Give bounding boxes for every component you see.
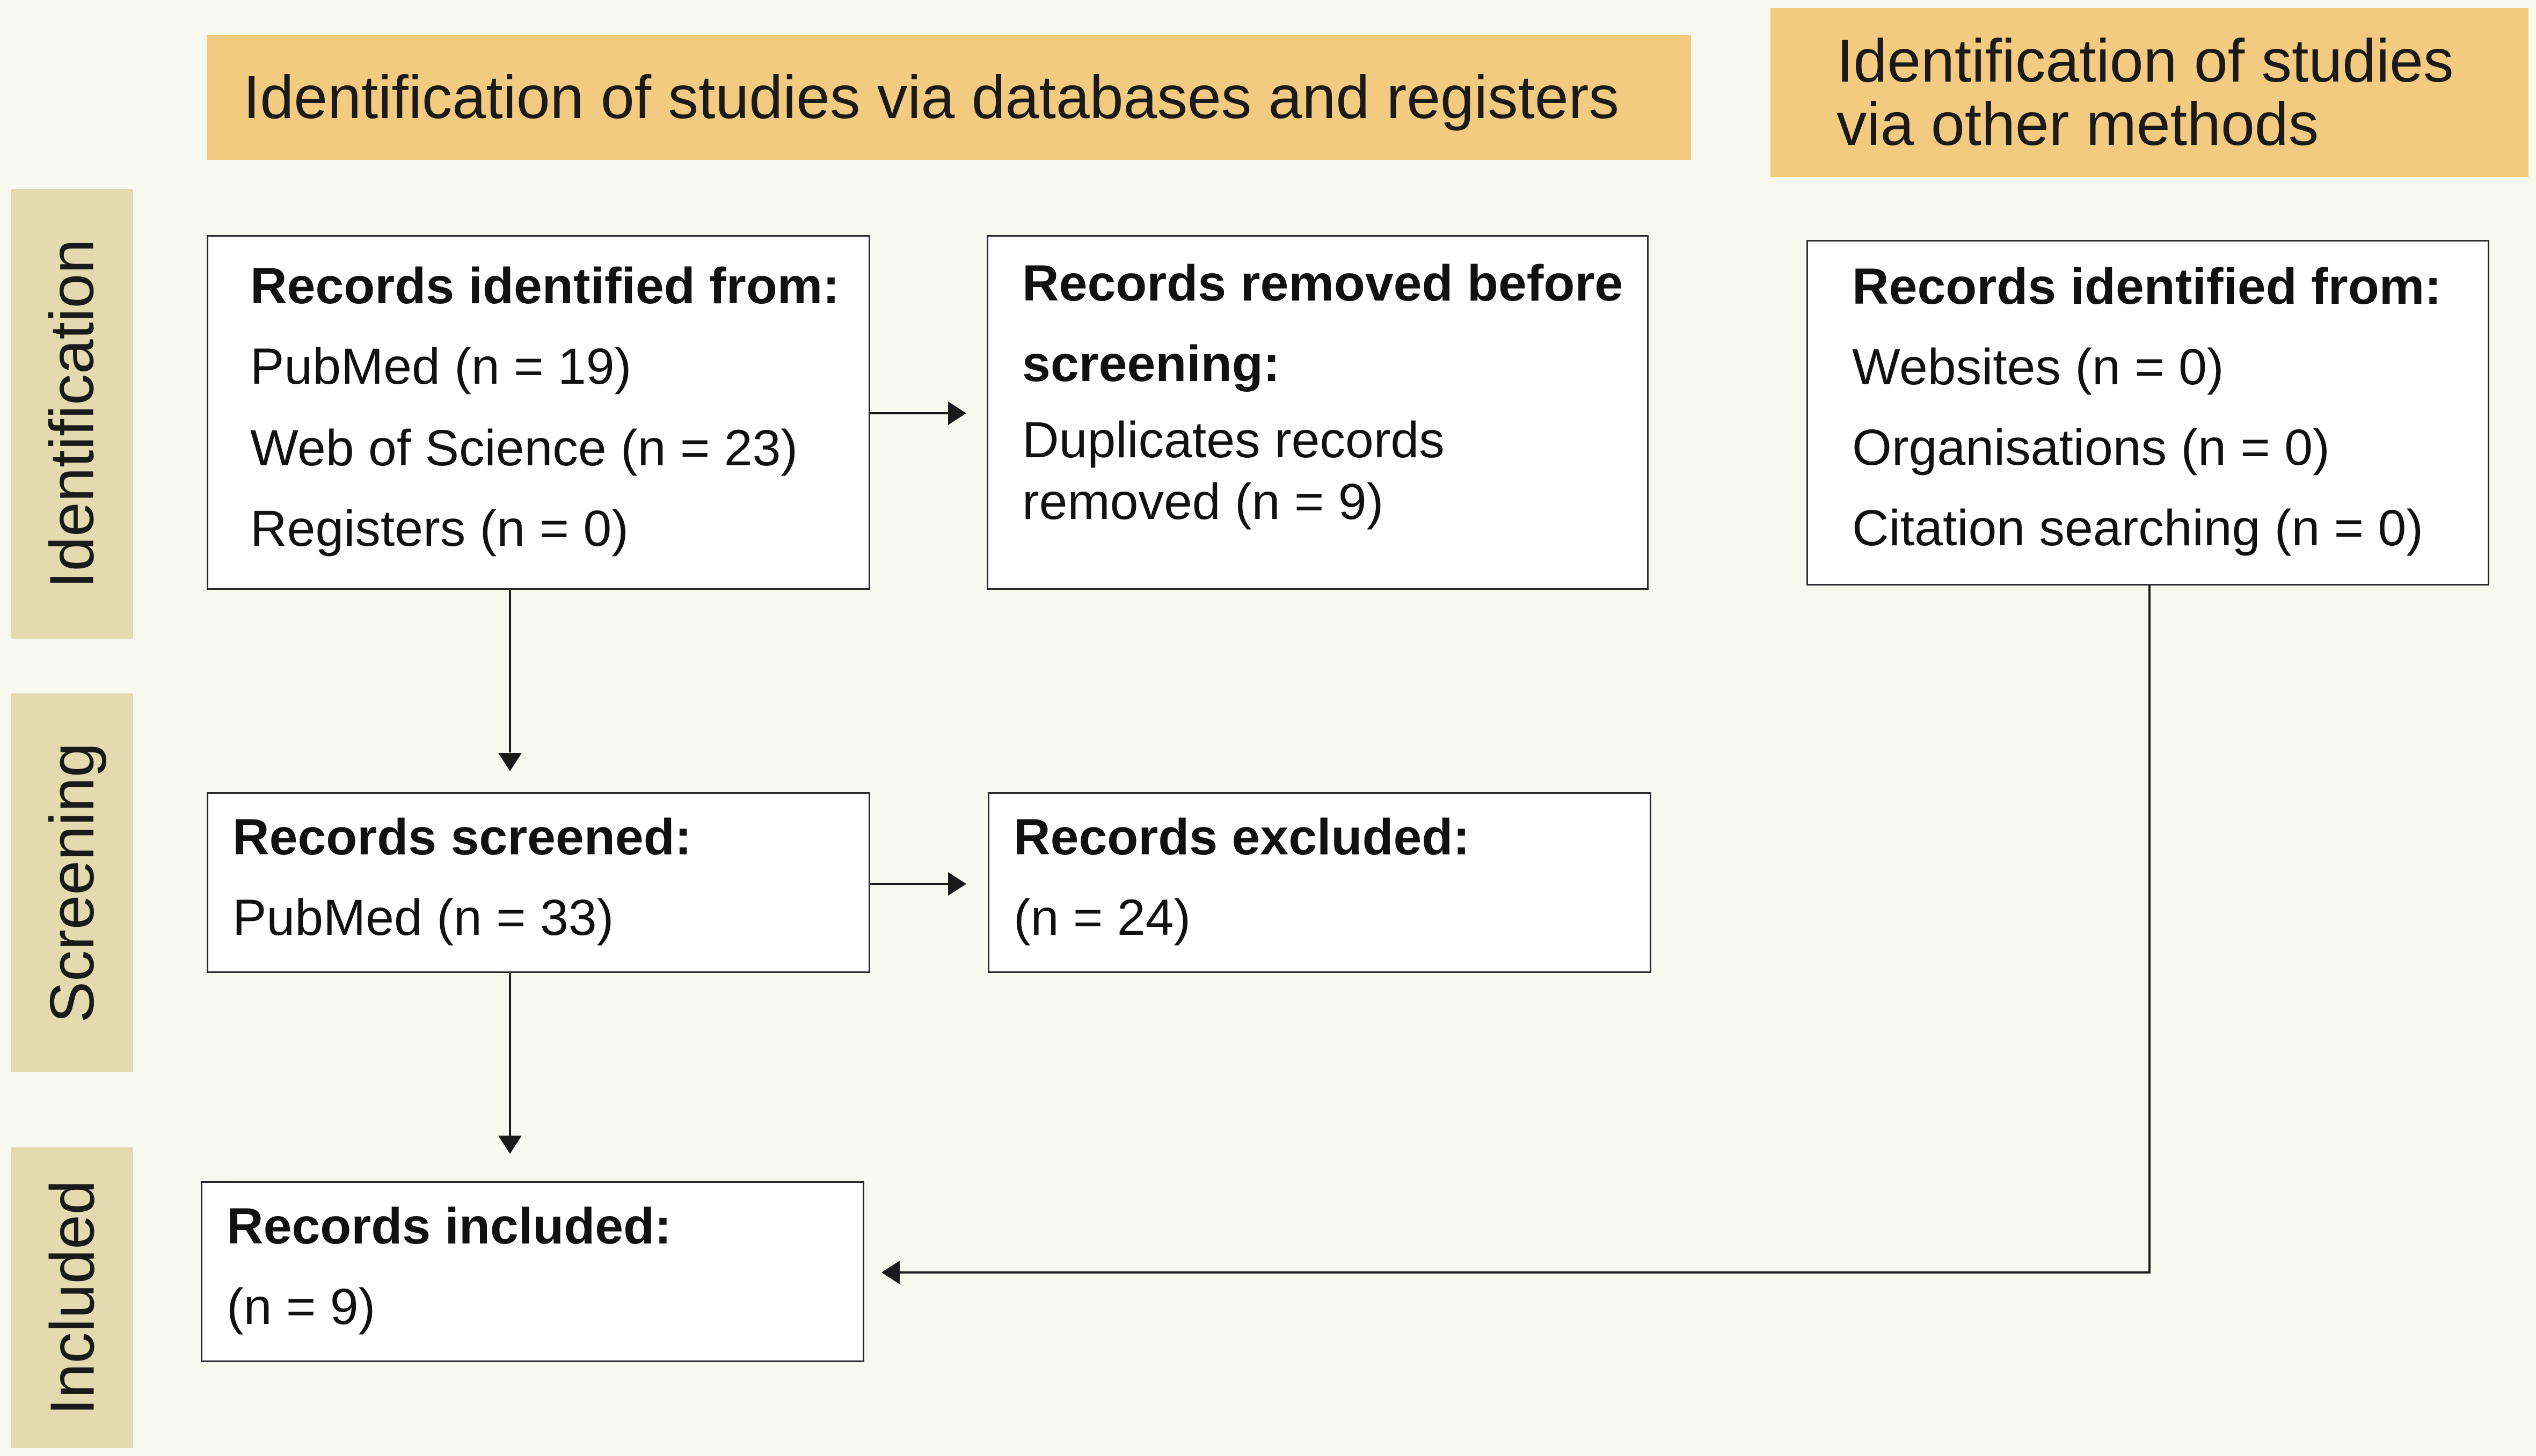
included-title: Records included: [227,1198,672,1255]
header-other-line2: via other methods [1837,90,2319,158]
screened-pubmed: PubMed (n = 33) [232,889,614,946]
removed-title-line1: Records removed before [1022,255,1623,312]
phase-screening: Screening [11,693,133,1072]
box-records-identified-databases: Records identified from: PubMed (n = 19)… [207,235,870,590]
removed-line2: removed (n = 9) [1022,473,1384,530]
header-databases-registers: Identification of studies via databases … [207,35,1691,160]
other-identified-websites: Websites (n = 0) [1852,339,2224,396]
excluded-title: Records excluded: [1014,809,1470,866]
box-records-excluded: Records excluded: (n = 24) [988,792,1651,973]
db-identified-registers: Registers (n = 0) [250,500,629,557]
arrowhead-included-left [881,1261,900,1284]
box-records-included: Records included: (n = 9) [201,1181,864,1362]
arrowhead-removed [948,401,966,425]
included-count: (n = 9) [227,1278,376,1335]
excluded-count: (n = 24) [1014,889,1191,946]
removed-line1: Duplicates records [1022,412,1445,469]
phase-identification: Identification [11,189,133,639]
screened-title: Records screened: [232,809,692,866]
db-identified-title: Records identified from: [250,258,840,314]
other-identified-title: Records identified from: [1852,258,2442,315]
removed-title-line2: screening: [1022,335,1280,392]
other-identified-citation: Citation searching (n = 0) [1852,500,2424,557]
other-identified-organisations: Organisations (n = 0) [1852,419,2330,476]
arrow-other-to-included [899,585,2151,1274]
box-records-removed: Records removed before screening: Duplic… [987,235,1649,590]
header-databases-text: Identification of studies via databases … [243,63,1619,131]
header-other-methods: Identification of studies via other meth… [1770,8,2528,177]
arrowhead-included-down [498,1136,522,1154]
arrowhead-screened [498,753,522,771]
header-other-line1: Identification of studies [1837,26,2454,94]
box-records-screened: Records screened: PubMed (n = 33) [207,792,870,973]
db-identified-pubmed: PubMed (n = 19) [250,338,632,395]
box-records-identified-other: Records identified from: Websites (n = 0… [1806,240,2489,586]
db-identified-wos: Web of Science (n = 23) [250,420,798,477]
phase-included: Included [11,1147,133,1448]
arrowhead-excluded [948,872,966,896]
